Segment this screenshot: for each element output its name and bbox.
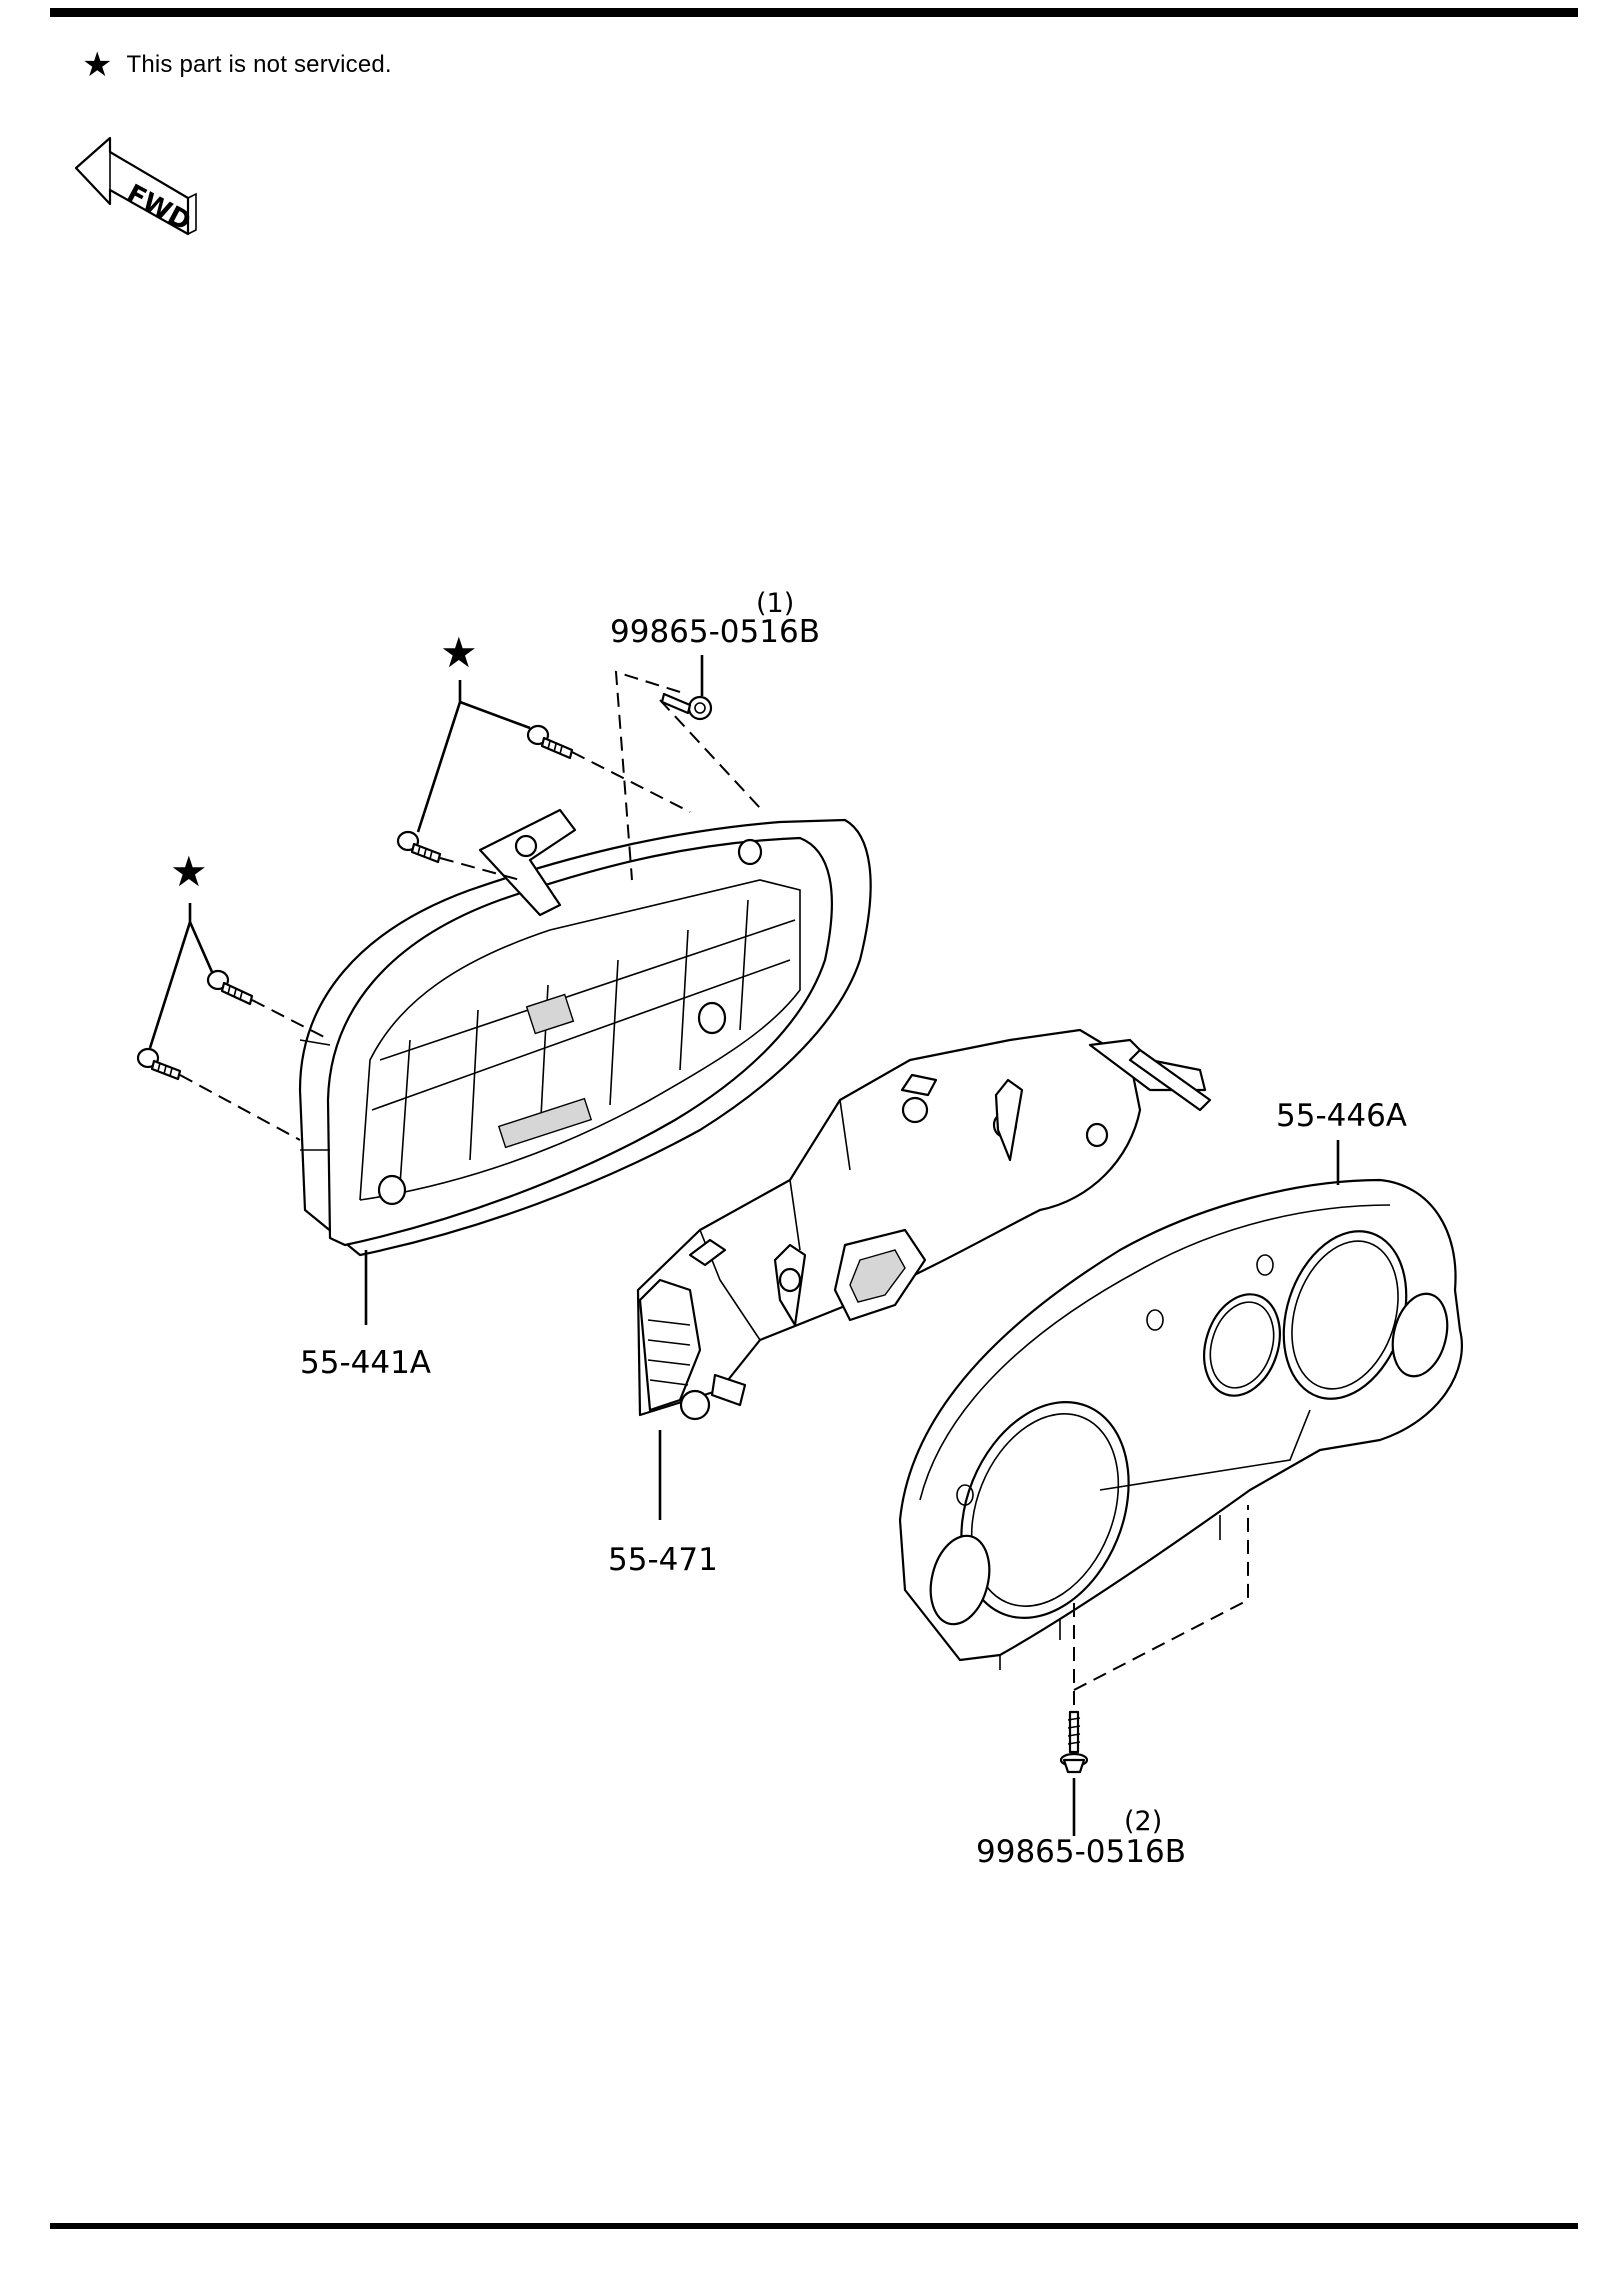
- callout-screw-top-part: 99865-0516B: [610, 614, 820, 650]
- callout-screw-top-ref: (1): [756, 588, 794, 619]
- screw-upper-icon: [526, 724, 574, 760]
- legend-text: This part is not serviced.: [126, 51, 392, 78]
- star-icon: ★: [82, 46, 113, 84]
- meter-body-drawing: [636, 1028, 1212, 1421]
- screw-bottom-icon: [1059, 1710, 1089, 1774]
- bottom-rule: [50, 2223, 1578, 2229]
- star-marker-upper: ★: [440, 628, 478, 677]
- rear-housing-drawing: [298, 808, 872, 1257]
- front-panel-drawing: [898, 1178, 1463, 1670]
- screw-upper2-icon: [396, 830, 442, 864]
- fwd-arrow-icon: FWD: [74, 136, 197, 237]
- callout-meter-body: 55-471: [608, 1542, 718, 1578]
- screw-lower-icon: [206, 969, 254, 1006]
- star-marker-lower: ★: [170, 847, 208, 896]
- screw-top-icon: [660, 692, 713, 721]
- callout-screw-bottom-ref: (2): [1124, 1806, 1162, 1837]
- callout-front-panel: 55-446A: [1276, 1098, 1407, 1134]
- callout-rear-housing: 55-441A: [300, 1345, 431, 1381]
- top-rule: [50, 8, 1578, 17]
- screw-lower2-icon: [136, 1047, 182, 1081]
- legend: ★ This part is not serviced.: [82, 48, 392, 82]
- callout-screw-bottom-part: 99865-0516B: [976, 1834, 1186, 1870]
